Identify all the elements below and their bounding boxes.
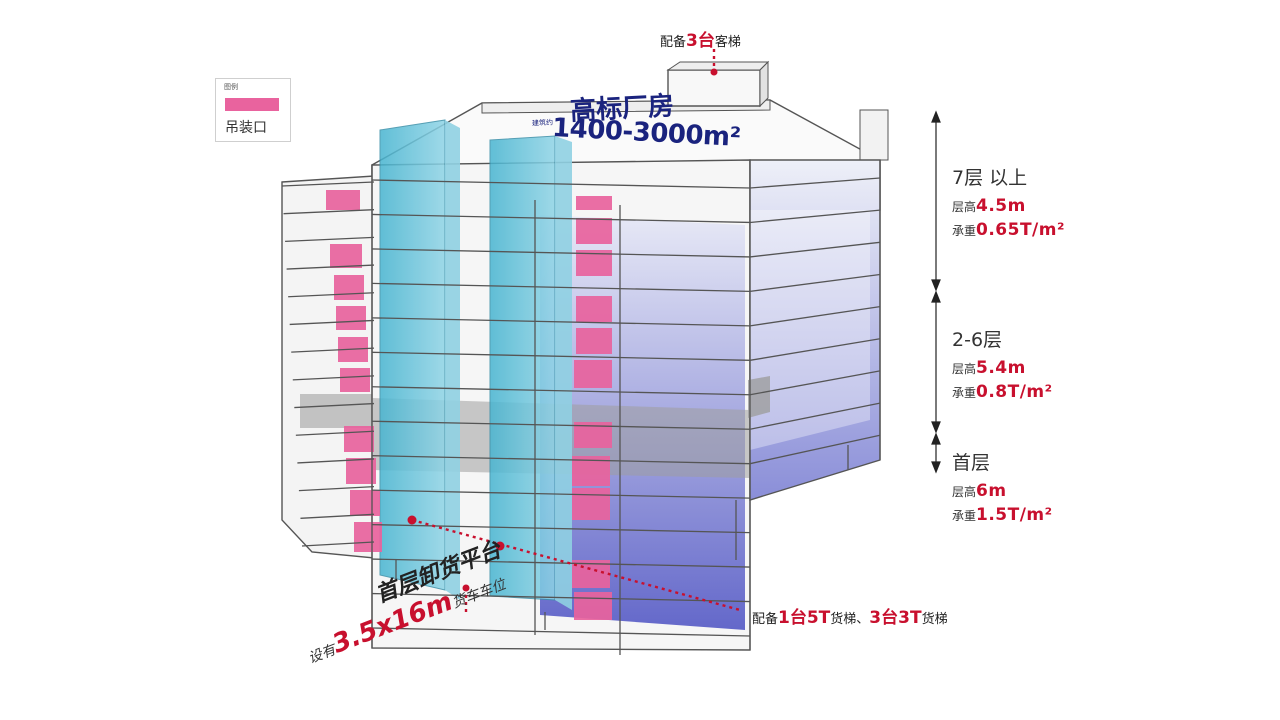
leader-lines (411, 49, 741, 616)
floor-spec-middle-load-value: 0.8T/m² (976, 382, 1053, 402)
legend: 图例 吊装口 (215, 78, 291, 142)
passenger-elevator-count: 3台 (686, 31, 715, 51)
right-slab (749, 209, 881, 224)
floor-slabs (281, 177, 881, 637)
front-slab (371, 455, 751, 465)
rooftop-elevator-room (666, 60, 770, 108)
legend-item-label: 吊装口 (225, 120, 267, 136)
front-slab (371, 351, 751, 361)
left-wing-slab (289, 319, 375, 326)
front-slab (371, 213, 751, 224)
dimension-arrows (931, 110, 941, 474)
floor-spec-middle: 2-6层 层高5.4m 承重0.8T/m² (952, 325, 1053, 402)
left-wing-slab (301, 541, 375, 547)
left-wing-slab (285, 236, 375, 243)
left-wing-slab (300, 513, 375, 519)
front-slab (371, 179, 751, 189)
left-wing-slab (281, 181, 375, 187)
floor-spec-upper-height-value: 4.5m (976, 196, 1026, 216)
passenger-elevator-prefix: 配备 (660, 35, 687, 50)
freight-elevator-highlight-1: 1台5T (778, 608, 831, 628)
front-slab (371, 420, 751, 430)
floor-spec-ground-height-label: 层高 (952, 485, 977, 499)
floor-spec-middle-name: 2-6层 (952, 329, 1003, 351)
floor-spec-middle-height-value: 5.4m (976, 358, 1026, 378)
passenger-elevator-callout: 配备3台客梯 (660, 26, 741, 51)
left-wing-slab (295, 430, 375, 436)
right-slab (749, 338, 881, 361)
front-slab (371, 489, 751, 499)
floor-spec-upper-load-label: 承重 (952, 224, 977, 238)
right-slab (749, 305, 881, 327)
front-slab (371, 592, 751, 603)
floor-spec-upper-height-label: 层高 (952, 200, 977, 214)
left-wing-slab (294, 402, 375, 409)
left-wing-slab (283, 209, 375, 215)
floor-spec-middle-height-label: 层高 (952, 362, 977, 376)
right-slab (749, 273, 881, 293)
freight-elevator-mid: 货梯、 (830, 612, 870, 627)
legend-swatch (225, 98, 279, 111)
floor-spec-upper-load-value: 0.65T/m² (976, 220, 1065, 240)
passenger-elevator-suffix: 客梯 (714, 35, 741, 50)
floor-spec-upper: 7层 以上 层高4.5m 承重0.65T/m² (952, 163, 1065, 240)
right-slab (749, 434, 881, 465)
front-slab (371, 386, 751, 396)
left-wing-slab (291, 347, 375, 353)
floor-spec-ground-load-value: 1.5T/m² (976, 505, 1053, 525)
floor-spec-ground-height-value: 6m (976, 481, 1007, 501)
front-slab (371, 317, 751, 327)
freight-elevator-prefix: 配备 (752, 612, 779, 627)
floor-spec-ground-name: 首层 (952, 452, 991, 474)
front-slab (371, 627, 751, 637)
left-wing-slab (298, 485, 375, 492)
roof-area-prefix: 建筑约 (531, 118, 554, 128)
floor-spec-ground-load-label: 承重 (952, 509, 977, 523)
floor-spec-upper-name: 7层 以上 (952, 167, 1028, 189)
left-wing-slab (292, 375, 375, 381)
front-slab (371, 282, 751, 293)
legend-title: 图例 (224, 83, 238, 91)
freight-elevator-highlight-2: 3台3T (869, 608, 922, 628)
right-slab (749, 370, 881, 396)
floor-spec-ground: 首层 层高6m 承重1.5T/m² (952, 448, 1053, 525)
columns (371, 160, 881, 655)
right-facade (748, 159, 881, 501)
freight-elevator-suffix: 货梯 (921, 612, 948, 627)
front-slab (371, 558, 751, 568)
right-slab (749, 241, 881, 258)
front-slab (371, 248, 751, 258)
right-slab (749, 177, 881, 189)
floor-spec-middle-load-label: 承重 (952, 386, 977, 400)
right-slab (749, 402, 881, 430)
freight-elevator-callout: 配备1台5T货梯、3台3T货梯 (752, 603, 948, 628)
left-wing-slab (297, 458, 375, 464)
left-wing-slab (288, 292, 375, 298)
leader-dots (407, 68, 718, 592)
left-wing-slab (286, 264, 375, 270)
